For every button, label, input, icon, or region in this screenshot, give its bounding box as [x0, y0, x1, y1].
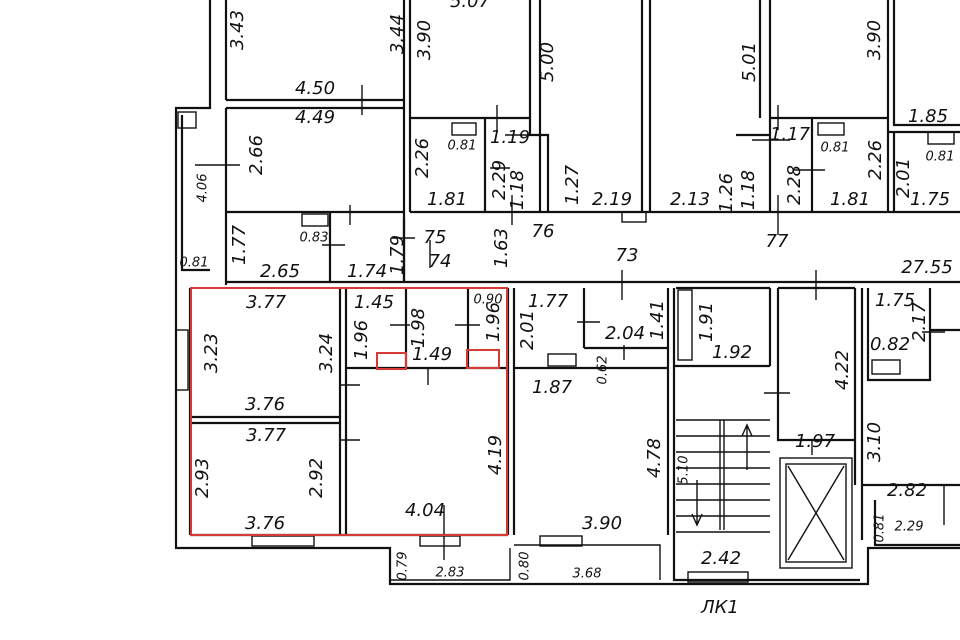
dim-label: 2.19 [592, 189, 632, 210]
dim-label: 0.81 [873, 514, 888, 543]
dim-label: 0.81 [180, 256, 209, 271]
dim-label: 2.01 [517, 310, 538, 350]
dim-label: 1.18 [507, 170, 528, 210]
dim-label: 4.22 [832, 350, 853, 390]
dim-label: 2.29 [489, 160, 510, 200]
dim-label: 2.66 [246, 135, 267, 175]
dim-label: 1.63 [491, 228, 512, 268]
dim-label: 1.91 [696, 302, 717, 342]
dim-label: 1.77 [528, 291, 569, 312]
dim-label: 1.41 [647, 300, 668, 340]
dim-label: 2.93 [192, 458, 213, 498]
dim-label: 1.81 [427, 189, 467, 210]
dim-label: 1.19 [490, 127, 530, 148]
dim-label: 4.50 [295, 78, 335, 99]
staircase [676, 419, 770, 533]
dim-label: 0.81 [926, 150, 955, 165]
dim-label: 4.19 [485, 435, 506, 475]
dim-label: 1.27 [562, 164, 583, 205]
dim-label: 0.62 [596, 356, 611, 385]
dim-label: 73 [616, 245, 639, 266]
dim-label: 3.77 [246, 425, 287, 446]
dim-label: 0.80 [518, 552, 533, 581]
dim-label: 3.10 [864, 422, 885, 462]
dim-label: 1.26 [716, 173, 737, 213]
dim-label: 3.76 [245, 394, 285, 415]
dim-label: 3.77 [246, 292, 287, 313]
dim-label: 1.49 [412, 344, 452, 365]
dim-label: 1.96 [483, 302, 504, 342]
dim-label: 27.55 [901, 257, 953, 278]
elevator-shaft [779, 457, 853, 569]
dim-label: 5.00 [537, 42, 558, 82]
dim-label: 2.28 [784, 165, 805, 205]
dim-label: 0.81 [448, 139, 477, 154]
dim-label: 2.26 [412, 138, 433, 178]
dim-label: 4.04 [405, 500, 445, 521]
dim-label: 0.83 [300, 231, 329, 246]
dim-label: 1.74 [347, 261, 387, 282]
dim-label: 2.26 [865, 140, 886, 180]
dim-label: 1.98 [408, 308, 429, 348]
dim-label: 1.75 [875, 290, 915, 311]
dim-label: 3.23 [201, 333, 222, 373]
dim-label: 0.79 [396, 552, 411, 581]
dim-label: 2.17 [909, 301, 930, 342]
dim-label: 3.76 [245, 513, 285, 534]
dim-label: 2.82 [887, 480, 927, 501]
section-label: ЛК1 [700, 597, 739, 618]
dim-label: 5.10 [677, 456, 692, 485]
dim-label: 5.01 [739, 42, 760, 82]
dim-label: 1.85 [908, 106, 948, 127]
dim-label: 3.90 [414, 20, 435, 60]
dim-label: 1.92 [712, 342, 752, 363]
dim-label: 3.90 [582, 513, 622, 534]
dim-label: 3.90 [864, 20, 885, 60]
dim-label: 0.82 [870, 334, 910, 355]
dim-label: 2.04 [605, 323, 645, 344]
dim-label: 0.90 [474, 293, 503, 308]
dim-label: 2.42 [701, 548, 741, 569]
dimension-labels: 5.07 3.43 3.44 3.90 5.00 4.50 4.49 2.66 … [180, 0, 955, 618]
dim-label: 76 [532, 221, 555, 242]
dim-label: 0.81 [821, 141, 850, 156]
dim-label: 1.17 [770, 124, 811, 145]
dim-label: 1.45 [354, 292, 394, 313]
dim-label: 3.43 [227, 10, 248, 50]
dim-label: 1.79 [387, 235, 408, 275]
dim-label: 1.96 [351, 320, 372, 360]
dim-label: 2.01 [893, 158, 914, 198]
dim-label: 2.29 [895, 520, 924, 535]
dim-label: 2.92 [306, 458, 327, 498]
dim-label: 1.77 [229, 224, 250, 265]
dim-label: 2.65 [260, 261, 300, 282]
dim-label: 3.44 [387, 14, 408, 54]
dim-label: 1.18 [738, 170, 759, 210]
dim-label: 3.24 [316, 333, 337, 373]
dim-label: 77 [766, 231, 789, 252]
dim-label: 4.49 [295, 107, 335, 128]
dim-label: 74 [429, 251, 452, 272]
dim-label: 5.07 [450, 0, 491, 12]
dim-label: 75 [424, 227, 447, 248]
dim-label: 1.87 [532, 377, 573, 398]
dim-label: 3.68 [573, 567, 602, 582]
dim-label: 1.81 [830, 189, 870, 210]
walls [174, 0, 960, 586]
dim-label: 1.97 [795, 431, 836, 452]
dim-label: 1.75 [910, 189, 950, 210]
dim-label: 4.06 [196, 174, 211, 203]
dim-label: 2.83 [436, 566, 465, 581]
dim-label: 2.13 [670, 189, 710, 210]
apartment-highlight [190, 287, 508, 536]
dim-label: 4.78 [644, 438, 665, 478]
